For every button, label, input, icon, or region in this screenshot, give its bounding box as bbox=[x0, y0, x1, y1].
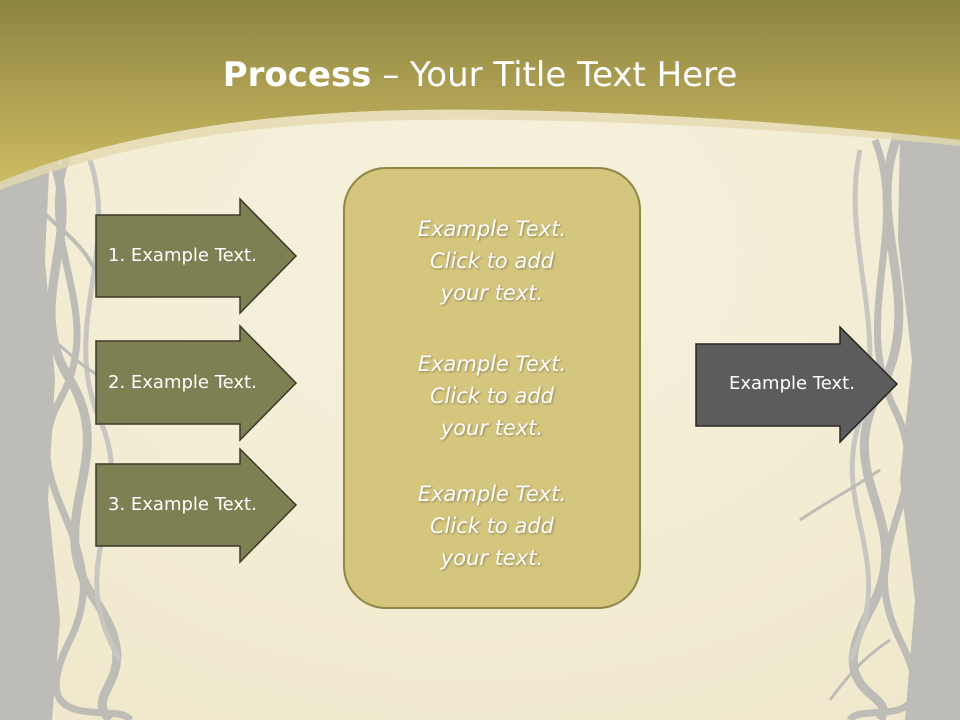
center-text-block-1: Example Text. Click to add your text. bbox=[346, 213, 638, 309]
center-text-line: Click to add bbox=[429, 384, 554, 408]
center-text-block-2: Example Text. Click to add your text. bbox=[346, 348, 638, 444]
center-text-line: your text. bbox=[440, 281, 544, 305]
title-rest: – Your Title Text Here bbox=[371, 55, 738, 95]
step-label-2: 2. Example Text. bbox=[108, 372, 257, 393]
center-text-line: your text. bbox=[440, 416, 544, 440]
center-text-line: Example Text. bbox=[417, 352, 567, 376]
output-arrow bbox=[695, 325, 899, 444]
center-text-line: Click to add bbox=[429, 249, 554, 273]
center-text-line: Example Text. bbox=[417, 482, 567, 506]
step-arrow-3 bbox=[95, 447, 298, 564]
center-text-line: your text. bbox=[440, 546, 544, 570]
step-label-3: 3. Example Text. bbox=[108, 494, 257, 515]
center-text-block-3: Example Text. Click to add your text. bbox=[346, 478, 638, 574]
step-arrow-2 bbox=[95, 324, 298, 442]
step-label-1: 1. Example Text. bbox=[108, 245, 257, 266]
header-swoosh bbox=[0, 109, 960, 190]
slide-title: Process – Your Title Text Here bbox=[0, 52, 960, 98]
center-text-line: Example Text. bbox=[417, 217, 567, 241]
center-text-line: Click to add bbox=[429, 514, 554, 538]
title-bold: Process bbox=[222, 55, 372, 95]
step-arrow-1 bbox=[95, 197, 298, 315]
left-vines-decoration bbox=[0, 147, 134, 720]
output-label: Example Text. bbox=[729, 373, 855, 394]
header-band bbox=[0, 0, 960, 182]
center-box bbox=[343, 167, 641, 609]
